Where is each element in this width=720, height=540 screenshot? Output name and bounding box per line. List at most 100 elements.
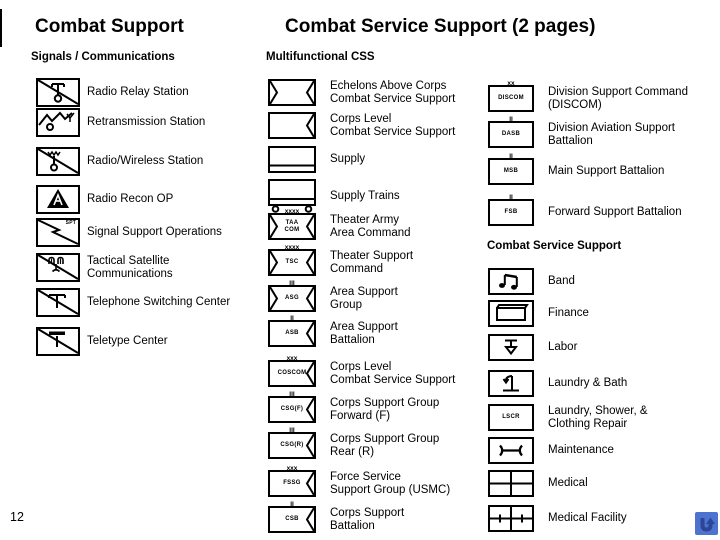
symbol-label: Area Support Battalion [330,320,398,346]
echelon-mark: III [289,391,295,398]
echelon-mark: II [290,315,294,322]
symbol-label: Division Support Command (DISCOM) [548,85,688,111]
symbol-label: Corps Support Group Forward (F) [330,396,440,422]
legend-row-tsc: TSC xxxx Theater Support Command [268,244,414,276]
return-button[interactable] [695,512,718,535]
legend-row-maintenance: Maintenance [488,437,614,464]
csg-r-code: CSG(R) [280,442,304,449]
page-title-combat-support: Combat Support [35,16,184,37]
maintenance-icon [488,437,534,464]
echelon-mark: III [289,280,295,287]
legend-row-fsb: FSB II Forward Support Battalion [488,194,682,226]
legend-row-labor: Labor [488,334,577,361]
dasb-box-icon: DASB II [488,116,534,148]
symbol-label: Theater Army Area Command [330,213,411,239]
heading-signals-communications: Signals / Communications [31,51,175,63]
legend-row-msb: MSB II Main Support Battalion [488,153,664,185]
symbol-label: Forward Support Battalion [548,206,682,218]
symbol-label: Force Service Support Group (USMC) [330,470,451,496]
symbol-label: Laundry & Bath [548,377,628,389]
corps-css-frame-icon [268,112,316,139]
spt-code: SPT [65,220,76,226]
legend-row-medical: Medical [488,470,588,497]
legend-row-finance: Finance [488,300,589,327]
symbol-label: Theater Support Command [330,249,414,275]
discom-box-icon: DISCOM xx [488,80,534,112]
tactical-satellite-communications-icon [36,253,80,282]
taacom-code: TAA COM [284,220,300,233]
legend-row-fssg: FSSG xxx Force Service Support Group (US… [268,465,451,497]
slide-edge-artifact [0,9,2,47]
page-number: 12 [10,510,24,524]
symbol-label: Telephone Switching Center [87,296,231,308]
legend-row-band: Band [488,268,575,295]
retransmission-station-icon [36,108,80,137]
msb-code: MSB [503,168,519,175]
supply-icon [268,146,316,173]
legend-row-radio-wireless-station: Radio/Wireless Station [36,147,203,176]
signal-support-operations-icon: SPT [36,218,80,247]
fsb-code: FSB [504,209,518,216]
echelon-mark: II [509,194,513,201]
telephone-switching-center-icon [36,288,80,317]
heading-multifunctional-css: Multifunctional CSS [266,51,375,63]
legend-row-retransmission-station: Retransmission Station [36,108,205,137]
legend-row-medical-facility: Medical Facility [488,505,627,532]
asb-frame-icon: ASB II [268,315,316,347]
labor-icon [488,334,534,361]
fsb-box-icon: FSB II [488,194,534,226]
echelon-mark: II [290,501,294,508]
echelon-mark: xxxx [284,208,300,215]
tsc-code: TSC [285,259,299,266]
legend-row-tactical-satellite-communications: Tactical Satellite Communications [36,253,173,282]
legend-row-telephone-switching-center: Telephone Switching Center [36,288,230,317]
legend-row-radio-recon-op: Radio Recon OP [36,185,173,214]
coscom-frame-icon: COSCOM xxx [268,355,316,387]
legend-row-corps-css: Corps Level Combat Service Support [268,112,455,139]
csg-f-code: CSG(F) [280,406,304,413]
legend-row-signal-support-operations: SPT Signal Support Operations [36,218,222,247]
radio-relay-station-icon [36,78,80,107]
coscom-code: COSCOM [277,370,307,377]
fssg-code: FSSG [283,480,301,487]
dasb-code: DASB [501,131,521,138]
symbol-label: Supply Trains [330,189,400,202]
medical-icon [488,470,534,497]
symbol-label: Teletype Center [87,335,168,347]
symbol-label: Labor [548,341,578,353]
legend-row-eac-css: Echelons Above Corps Combat Service Supp… [268,79,455,106]
symbol-label: Corps Level Combat Service Support [330,112,456,138]
symbol-label: Area Support Group [330,285,398,311]
radio-wireless-station-icon [36,147,80,176]
msb-box-icon: MSB II [488,153,534,185]
legend-row-csg-f: CSG(F) III Corps Support Group Forward (… [268,391,440,423]
symbol-label: Supply [330,153,366,165]
csb-frame-icon: CSB II [268,501,316,533]
legend-row-laundry-bath: Laundry & Bath [488,370,627,397]
legend-row-taacom: TAA COM xxxx Theater Army Area Command [268,208,411,240]
symbol-label: Band [548,275,575,287]
radio-recon-op-icon [36,185,80,214]
discom-code: DISCOM [498,95,524,102]
taacom-frame-icon: TAA COM xxxx [268,208,316,240]
csg-r-frame-icon: CSG(R) III [268,427,316,459]
csg-f-frame-icon: CSG(F) III [268,391,316,423]
legend-row-supply-trains: Supply Trains [268,179,400,213]
lscr-code: LSCR [502,414,520,421]
heading-combat-service-support: Combat Service Support [487,240,622,252]
legend-row-csg-r: CSG(R) III Corps Support Group Rear (R) [268,427,439,459]
symbol-label: Finance [548,307,589,319]
fssg-frame-icon: FSSG xxx [268,465,316,497]
symbol-label: Radio/Wireless Station [87,155,204,167]
echelon-mark: xxx [286,465,298,472]
echelon-mark: xx [507,80,515,87]
asg-frame-icon: ASG III [268,280,316,312]
symbol-label: Corps Support Battalion [330,506,405,532]
medical-facility-icon [488,505,534,532]
echelon-mark: xxxx [284,244,300,251]
legend-row-radio-relay-station: Radio Relay Station [36,78,189,107]
symbol-label: Maintenance [548,444,614,456]
symbol-label: Tactical Satellite Communications [87,254,173,280]
symbol-label: Echelons Above Corps Combat Service Supp… [330,79,456,105]
